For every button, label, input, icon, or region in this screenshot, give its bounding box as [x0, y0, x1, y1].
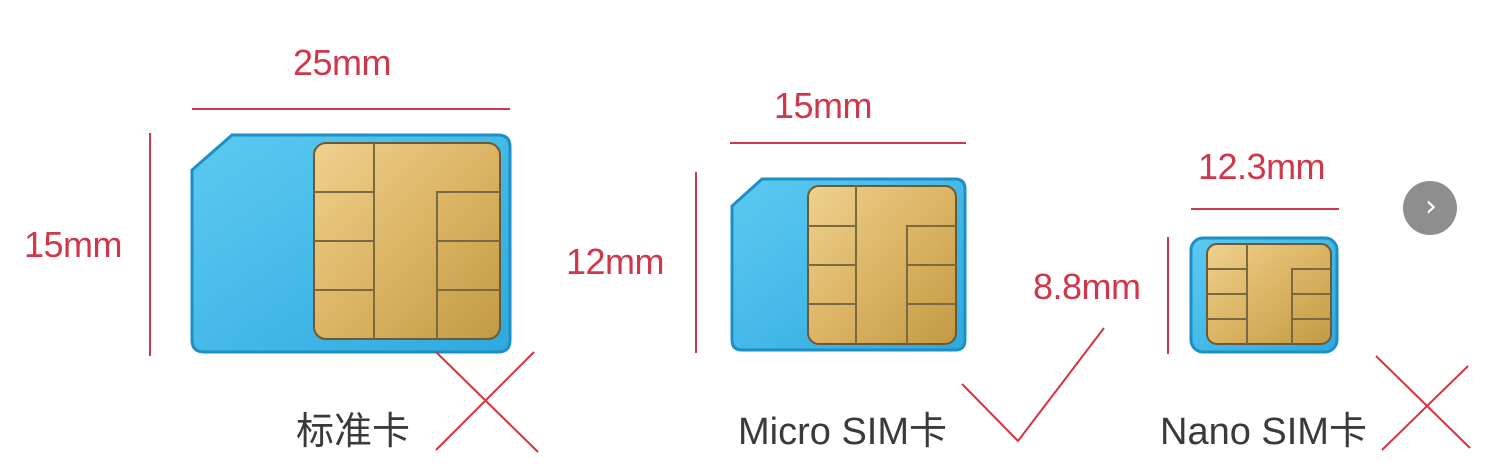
nano-sim-card [1167, 208, 1471, 451]
nano-height-label: 8.8mm [1033, 266, 1141, 307]
micro-height-label: 12mm [566, 241, 665, 282]
cross-mark-icon [1375, 355, 1471, 451]
micro-chip [807, 185, 957, 345]
nano-chip [1206, 243, 1332, 345]
micro-card-name: Micro SIM卡 [738, 411, 948, 453]
check-mark-icon [961, 327, 1105, 443]
next-button[interactable]: › [1403, 181, 1457, 235]
micro-sim-card [695, 142, 1105, 443]
standard-sim-card [149, 108, 539, 453]
chevron-right-icon: › [1425, 188, 1437, 224]
standard-card-name: 标准卡 [296, 411, 411, 453]
standard-chip [313, 142, 501, 340]
standard-height-label: 15mm [24, 224, 123, 265]
micro-width-label: 15mm [774, 85, 873, 126]
nano-card-name: Nano SIM卡 [1160, 411, 1367, 453]
standard-width-label: 25mm [293, 42, 392, 83]
cross-mark-icon [435, 351, 539, 453]
nano-width-label: 12.3mm [1198, 146, 1326, 187]
